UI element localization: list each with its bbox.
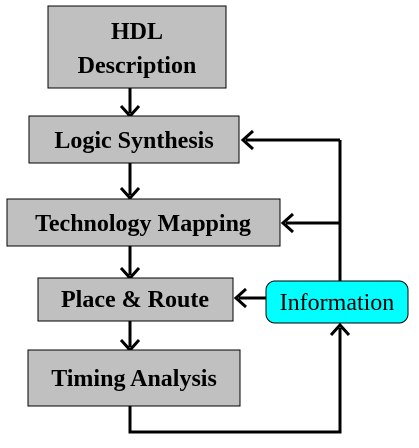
timing-analysis-box: Timing Analysis: [27, 349, 241, 407]
arrowhead-left-icon: [280, 212, 295, 234]
connectors: [128, 88, 342, 434]
logic-synthesis-box: Logic Synthesis: [28, 115, 240, 164]
arrowhead-up-icon: [329, 322, 351, 337]
logic-synthesis-label: Logic Synthesis: [54, 128, 213, 154]
connector-timing-to-information: [128, 328, 342, 434]
arrowhead-left-icon: [240, 129, 255, 151]
hdl-description-box: HDL Description: [47, 5, 227, 89]
technology-mapping-box: Technology Mapping: [6, 198, 281, 247]
timing-analysis-label: Timing Analysis: [51, 366, 217, 392]
place-route-box: Place & Route: [37, 277, 234, 322]
arrowhead-left-icon: [233, 287, 248, 309]
information-label: Information: [280, 290, 395, 316]
hdl-description-line1: HDL: [111, 19, 163, 45]
technology-mapping-label: Technology Mapping: [35, 211, 251, 237]
hdl-description-line2: Description: [78, 53, 197, 79]
information-box: Information: [265, 280, 409, 324]
arrowhead-down-icon: [119, 186, 141, 201]
place-route-label: Place & Route: [61, 287, 209, 313]
